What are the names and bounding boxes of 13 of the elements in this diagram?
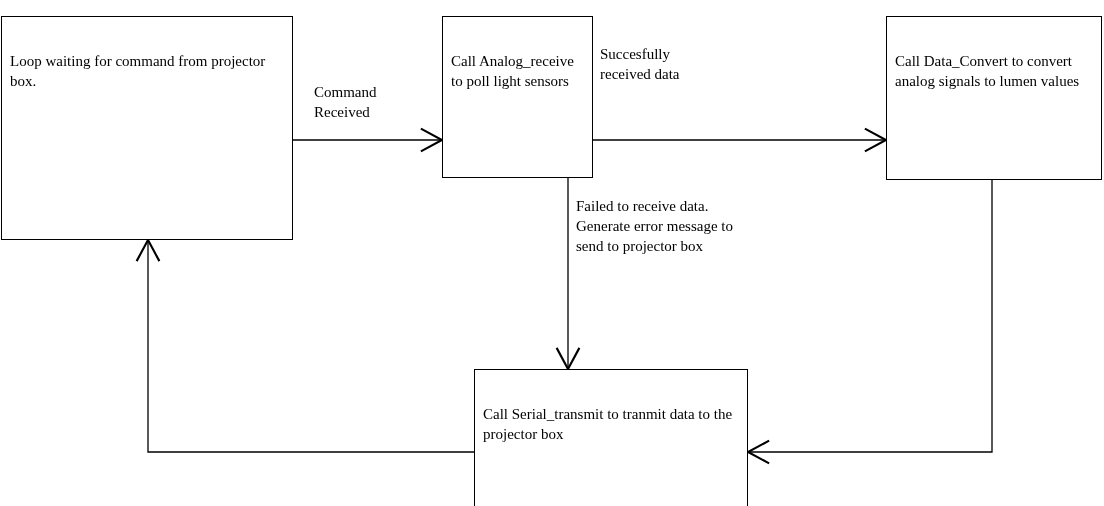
process-box (474, 369, 748, 506)
arrow (746, 179, 993, 465)
box-text: Call Serial_transmit to tranmit data to the projector box (483, 405, 734, 444)
process-box (886, 16, 1102, 180)
process-box (1, 16, 293, 240)
process-box (442, 16, 593, 178)
box-text: Loop waiting for command from projector box. (10, 52, 267, 91)
box-text: Call Analog_receive to poll light sensors (451, 52, 575, 91)
arrow (135, 238, 475, 453)
arrow (292, 127, 444, 153)
arrow (555, 177, 581, 371)
arrow (592, 127, 888, 153)
box-text: Call Data_Convert to convert analog signals to lumen values (895, 52, 1081, 91)
